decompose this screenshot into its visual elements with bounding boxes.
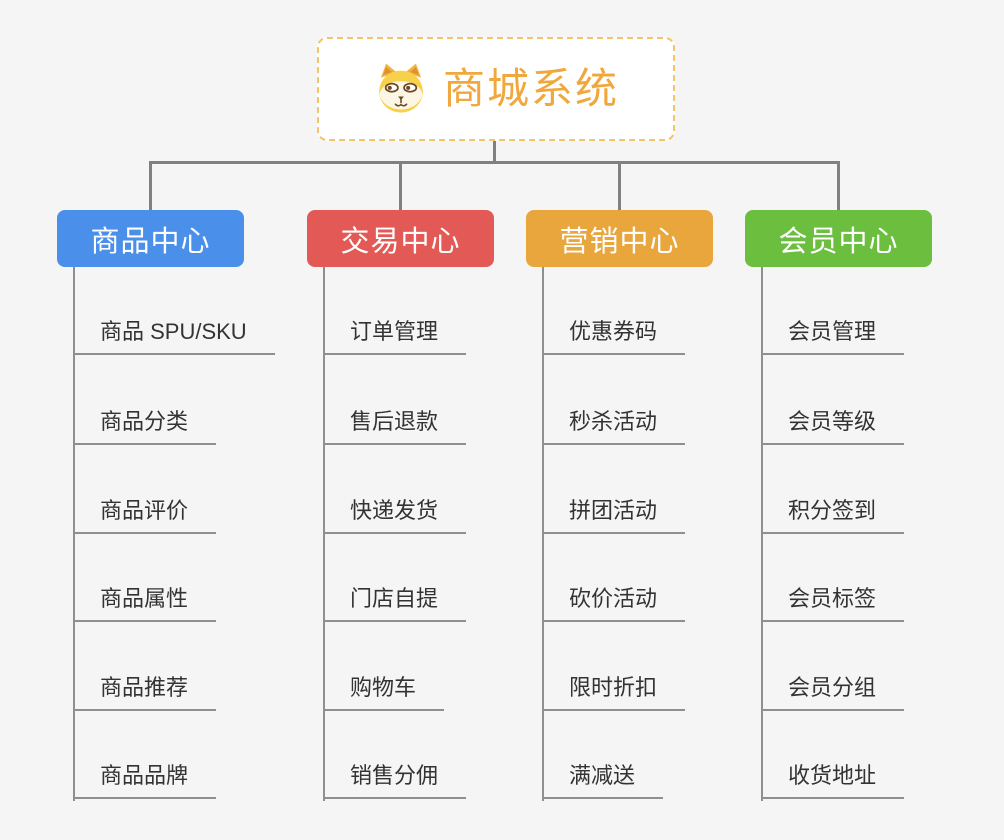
branch-node-member-center[interactable]: 会员中心 <box>745 210 932 267</box>
leaf-node[interactable]: 积分签到 <box>761 496 905 534</box>
leaf-node[interactable]: 商品分类 <box>73 407 217 445</box>
leaf-node[interactable]: 会员等级 <box>761 407 905 445</box>
leaf-node[interactable]: 销售分佣 <box>323 761 467 799</box>
leaf-node[interactable]: 秒杀活动 <box>542 407 686 445</box>
branch-connector-line <box>73 267 75 801</box>
branch-column-member-center: 会员中心 会员管理 会员等级 积分签到 会员标签 会员分组 收货地址 <box>745 210 1004 820</box>
leaf-node[interactable]: 拼团活动 <box>542 496 686 534</box>
branch-connector-line <box>542 267 544 801</box>
connector-root-drop <box>493 141 496 163</box>
leaf-node[interactable]: 商品评价 <box>73 496 217 534</box>
connector-drop-marketing <box>618 161 621 211</box>
branch-column-trade-center: 交易中心 订单管理 售后退款 快递发货 门店自提 购物车 销售分佣 <box>307 210 577 820</box>
leaf-node[interactable]: 售后退款 <box>323 407 467 445</box>
leaf-node[interactable]: 优惠券码 <box>542 317 686 355</box>
branch-node-product-center[interactable]: 商品中心 <box>57 210 244 267</box>
root-node-mall-system[interactable]: 商城系统 <box>317 37 675 141</box>
connector-drop-product <box>149 161 152 211</box>
connector-drop-trade <box>399 161 402 211</box>
leaf-node[interactable]: 商品品牌 <box>73 761 217 799</box>
leaf-node[interactable]: 会员标签 <box>761 584 905 622</box>
leaf-node[interactable]: 砍价活动 <box>542 584 686 622</box>
root-title: 商城系统 <box>442 65 619 112</box>
branch-column-marketing-center: 营销中心 优惠券码 秒杀活动 拼团活动 砍价活动 限时折扣 满减送 <box>526 210 796 820</box>
branch-column-product-center: 商品中心 商品 SPU/SKU 商品分类 商品评价 商品属性 商品推荐 商品品牌 <box>57 210 327 820</box>
leaf-node[interactable]: 快递发货 <box>323 496 467 534</box>
leaf-node[interactable]: 满减送 <box>542 761 664 799</box>
leaf-node[interactable]: 收货地址 <box>761 761 905 799</box>
leaf-node[interactable]: 商品属性 <box>73 584 217 622</box>
leaf-node[interactable]: 会员分组 <box>761 673 905 711</box>
leaf-node[interactable]: 购物车 <box>323 673 445 711</box>
leaf-node[interactable]: 门店自提 <box>323 584 467 622</box>
leaf-node[interactable]: 商品 SPU/SKU <box>73 317 275 355</box>
leaf-node[interactable]: 订单管理 <box>323 317 467 355</box>
connector-drop-member <box>837 161 840 211</box>
connector-horizontal-bar <box>149 161 840 164</box>
branch-connector-line <box>323 267 325 801</box>
branch-node-marketing-center[interactable]: 营销中心 <box>526 210 713 267</box>
leaf-node[interactable]: 商品推荐 <box>73 673 217 711</box>
branch-node-trade-center[interactable]: 交易中心 <box>307 210 494 267</box>
leaf-node[interactable]: 会员管理 <box>761 317 905 355</box>
leaf-node[interactable]: 限时折扣 <box>542 673 686 711</box>
branch-connector-line <box>761 267 763 801</box>
shiba-dog-icon <box>379 63 423 113</box>
